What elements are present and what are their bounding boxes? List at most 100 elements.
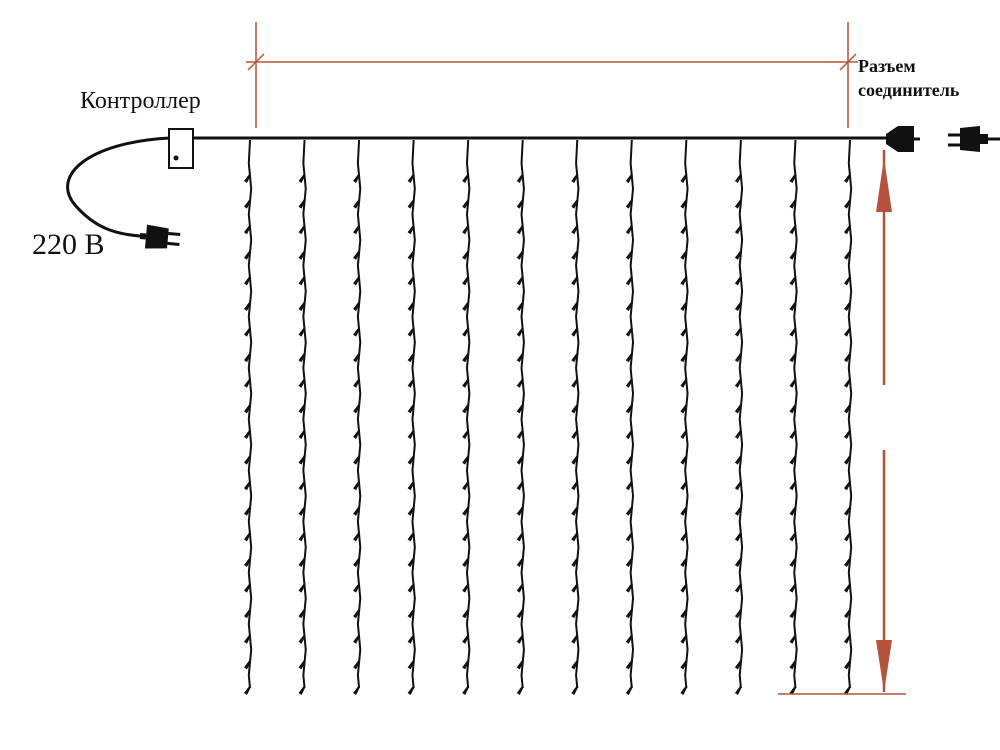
led-bulb — [625, 633, 633, 644]
led-strands — [244, 139, 853, 695]
led-bulb — [298, 480, 306, 491]
led-bulb — [680, 633, 688, 644]
led-bulb — [625, 454, 633, 465]
led-bulb — [789, 454, 797, 465]
led-bulb — [680, 659, 688, 670]
led-strand — [244, 139, 253, 695]
led-bulb — [244, 454, 251, 465]
led-bulb — [407, 275, 415, 286]
led-bulb — [462, 454, 470, 465]
led-bulb — [734, 608, 742, 619]
led-bulb — [516, 608, 524, 619]
led-bulb — [844, 505, 851, 516]
led-bulb — [407, 557, 415, 567]
led-bulb — [844, 480, 851, 491]
led-bulb — [516, 198, 524, 209]
led-bulb — [353, 557, 361, 567]
led-bulb — [571, 505, 579, 516]
led-bulb — [789, 659, 797, 670]
voltage-label: 220 В — [32, 228, 105, 261]
led-bulb — [516, 454, 524, 465]
led-bulb — [244, 633, 251, 644]
led-bulb — [844, 557, 851, 567]
led-bulb — [516, 326, 524, 337]
led-bulb — [516, 685, 524, 695]
led-bulb — [516, 480, 524, 491]
led-bulb — [353, 582, 361, 593]
led-bulb — [298, 531, 306, 542]
led-bulb — [625, 249, 633, 260]
led-bulb — [844, 275, 851, 286]
led-bulb — [734, 326, 742, 337]
led-bulb — [571, 173, 579, 183]
led-bulb — [516, 633, 524, 644]
led-bulb — [625, 224, 633, 235]
led-bulb — [571, 352, 579, 363]
led-bulb — [516, 531, 524, 542]
led-bulb — [298, 377, 306, 388]
led-bulb — [789, 403, 797, 414]
led-bulb — [462, 173, 470, 183]
led-bulb — [462, 582, 470, 593]
led-bulb — [462, 326, 470, 337]
led-bulb — [516, 275, 524, 286]
led-bulb — [571, 429, 579, 439]
led-bulb — [680, 326, 688, 337]
connector-female-icon — [886, 126, 920, 152]
led-bulb — [407, 301, 415, 311]
led-strand — [734, 139, 744, 695]
led-bulb — [298, 275, 306, 286]
led-bulb — [244, 173, 251, 183]
led-bulb — [734, 531, 742, 542]
led-bulb — [407, 480, 415, 491]
led-bulb — [844, 352, 851, 363]
controller-box-icon — [168, 128, 194, 169]
led-bulb — [625, 608, 633, 619]
led-bulb — [734, 301, 742, 311]
led-bulb — [353, 454, 361, 465]
led-bulb — [462, 198, 470, 209]
led-bulb — [789, 198, 797, 209]
led-bulb — [244, 224, 251, 235]
led-bulb — [680, 224, 688, 235]
led-bulb — [244, 531, 251, 542]
led-bulb — [571, 403, 579, 414]
led-bulb — [516, 659, 524, 670]
led-bulb — [625, 557, 633, 567]
led-bulb — [680, 557, 688, 567]
led-bulb — [680, 480, 688, 491]
connector-label-line2: соединитель — [858, 80, 960, 100]
led-bulb — [680, 685, 688, 695]
led-bulb — [734, 173, 742, 183]
led-bulb — [571, 531, 579, 542]
led-bulb — [298, 224, 306, 235]
led-bulb — [353, 198, 361, 209]
led-bulb — [789, 224, 797, 235]
led-bulb — [789, 531, 797, 542]
led-bulb — [844, 454, 851, 465]
led-bulb — [789, 173, 797, 183]
led-bulb — [571, 659, 579, 670]
led-bulb — [407, 173, 415, 183]
led-bulb — [680, 505, 688, 516]
led-bulb — [516, 582, 524, 593]
led-bulb — [407, 249, 415, 260]
led-bulb — [407, 633, 415, 644]
led-bulb — [625, 659, 633, 670]
led-bulb — [298, 403, 306, 414]
led-bulb — [680, 377, 688, 388]
led-bulb — [462, 429, 470, 439]
led-bulb — [680, 275, 688, 286]
connector-male-icon — [948, 126, 1000, 152]
led-bulb — [789, 582, 797, 593]
led-bulb — [789, 633, 797, 644]
led-bulb — [680, 429, 688, 439]
led-bulb — [844, 685, 851, 695]
led-bulb — [516, 403, 524, 414]
led-bulb — [298, 249, 306, 260]
led-bulb — [462, 505, 470, 516]
led-bulb — [844, 173, 851, 183]
led-bulb — [462, 352, 470, 363]
led-bulb — [734, 403, 742, 414]
led-bulb — [571, 557, 579, 567]
